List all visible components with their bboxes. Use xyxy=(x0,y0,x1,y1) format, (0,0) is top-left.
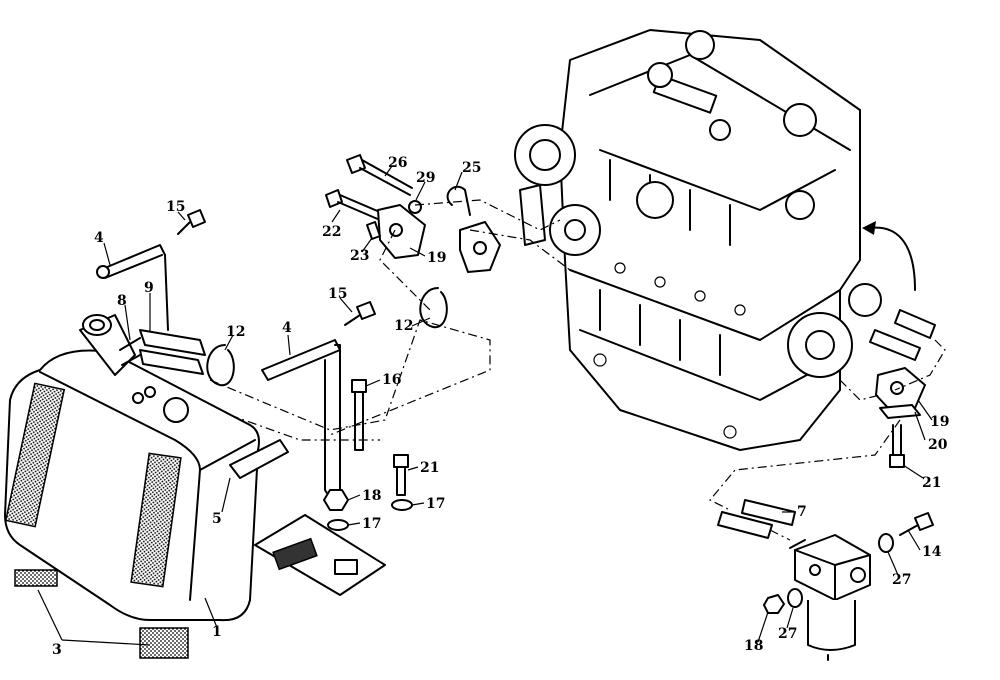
callout-12-left: 12 xyxy=(226,324,245,340)
callout-14: 14 xyxy=(922,544,942,560)
leader-lines xyxy=(37,165,933,646)
washer-17-right xyxy=(391,499,413,511)
nut-18-left xyxy=(323,489,349,511)
fuel-line-right-top xyxy=(894,309,936,339)
callout-4-mid: 4 xyxy=(282,320,292,336)
callout-19-right: 19 xyxy=(930,414,949,430)
callout-23: 23 xyxy=(350,248,369,264)
callout-21-right: 21 xyxy=(922,475,941,491)
bolt-21-right xyxy=(889,424,905,468)
nut-29 xyxy=(408,200,422,214)
strap-5 xyxy=(229,439,289,479)
fuel-line-lower xyxy=(139,349,204,375)
callout-8: 8 xyxy=(117,293,127,309)
fuel-line-7-bot xyxy=(717,511,773,539)
pad-3a xyxy=(14,569,58,587)
callout-16: 16 xyxy=(382,372,401,388)
callout-12-mid: 12 xyxy=(394,318,413,334)
callout-27-right: 27 xyxy=(892,572,911,588)
bolt-22 xyxy=(325,189,383,221)
pad-plate xyxy=(272,537,318,571)
direction-arrow xyxy=(869,226,916,291)
clamp-block-right xyxy=(459,221,501,273)
bolt-15-mid xyxy=(344,301,376,326)
clip-25 xyxy=(446,185,471,216)
fuel-line-right-bot xyxy=(869,329,921,361)
plate-bracket xyxy=(334,559,358,575)
engine xyxy=(514,29,882,451)
callout-17-left: 17 xyxy=(362,516,381,532)
strap-4-mid xyxy=(261,339,341,381)
callout-27-left: 27 xyxy=(778,626,797,642)
bolt-15-top xyxy=(177,209,206,235)
fuel-tank xyxy=(4,314,260,622)
fuel-line-7-top xyxy=(741,499,796,526)
pad-3b xyxy=(139,627,189,659)
bolt-14 xyxy=(899,512,934,536)
washer-27-left xyxy=(787,588,803,608)
callout-26: 26 xyxy=(388,155,407,171)
callout-3: 3 xyxy=(52,642,62,658)
callout-19-left: 19 xyxy=(427,250,446,266)
clamp-block-19-right xyxy=(875,367,926,411)
callout-17-right: 17 xyxy=(426,496,445,512)
callout-15-mid: 15 xyxy=(328,286,347,302)
clip-12-left xyxy=(206,344,235,387)
callout-9: 9 xyxy=(144,280,154,296)
callout-15-top: 15 xyxy=(166,199,185,215)
callout-29: 29 xyxy=(416,170,435,186)
callout-21-left: 21 xyxy=(420,460,439,476)
washer-27-right xyxy=(878,533,894,553)
bolt-16 xyxy=(351,379,367,451)
fuel-line-upper xyxy=(139,329,206,356)
callout-7: 7 xyxy=(797,504,807,520)
arrow-head-icon xyxy=(862,221,876,235)
callout-4-left: 4 xyxy=(94,230,104,246)
callout-25: 25 xyxy=(462,160,481,176)
callout-5: 5 xyxy=(212,511,222,527)
nut-18-right xyxy=(763,594,785,614)
clip-12-mid xyxy=(419,287,448,329)
bolt-21-left xyxy=(393,454,409,496)
callout-22: 22 xyxy=(322,224,341,240)
washer-17-left xyxy=(327,519,349,531)
callout-18-right: 18 xyxy=(744,638,763,654)
fuel-filter xyxy=(789,534,871,661)
assembly-lines xyxy=(209,199,946,541)
callout-20: 20 xyxy=(928,437,948,453)
plate-23 xyxy=(366,221,381,240)
strap-4-left xyxy=(99,244,169,331)
plate-20 xyxy=(879,404,921,419)
callout-1: 1 xyxy=(212,624,222,640)
callout-18-left: 18 xyxy=(362,488,381,504)
